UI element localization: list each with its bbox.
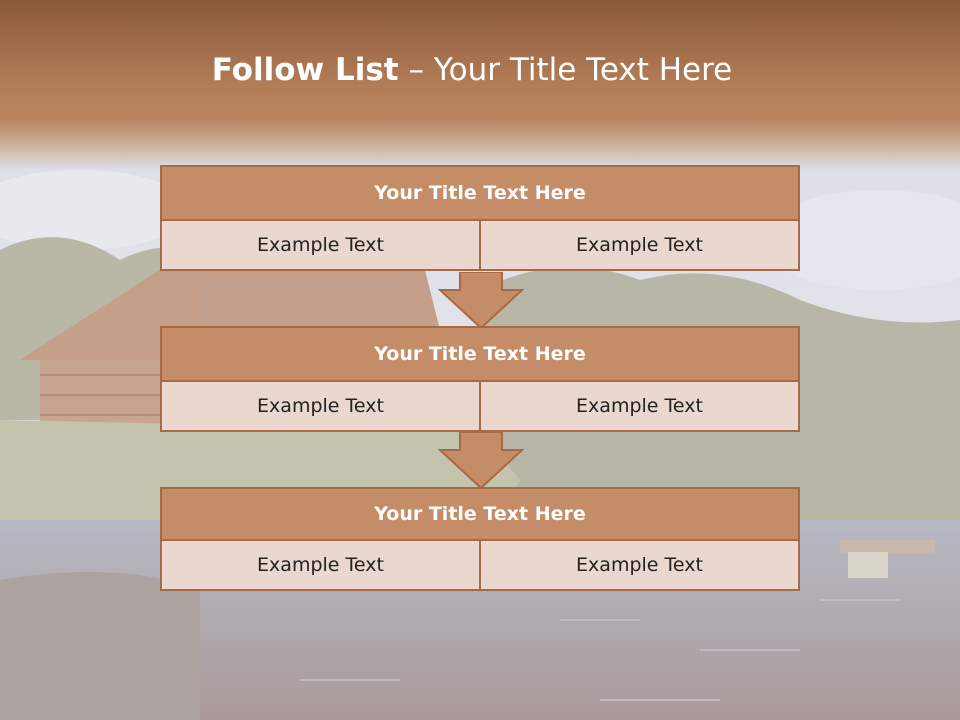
step-cell-right: Example Text (479, 541, 800, 591)
step-cell-left: Example Text (160, 221, 479, 271)
step-block-1: Your Title Text Here Example Text Exampl… (160, 165, 800, 271)
title-bold: Follow List (211, 52, 399, 88)
step-heading: Your Title Text Here (160, 487, 800, 541)
step-cell-right: Example Text (479, 382, 800, 432)
slide-title: Follow List – Your Title Text Here (0, 52, 944, 88)
step-cell-left: Example Text (160, 541, 479, 591)
title-rest: – Your Title Text Here (408, 52, 733, 88)
step-cell-right: Example Text (479, 221, 800, 271)
step-block-3: Your Title Text Here Example Text Exampl… (160, 487, 800, 591)
title-band (0, 0, 960, 170)
step-cells: Example Text Example Text (160, 221, 800, 271)
step-cells: Example Text Example Text (160, 382, 800, 432)
down-arrow-icon (438, 432, 524, 490)
step-heading: Your Title Text Here (160, 326, 800, 382)
step-cell-left: Example Text (160, 382, 479, 432)
down-arrow-icon (438, 272, 524, 330)
step-block-2: Your Title Text Here Example Text Exampl… (160, 326, 800, 432)
step-heading: Your Title Text Here (160, 165, 800, 221)
step-cells: Example Text Example Text (160, 541, 800, 591)
